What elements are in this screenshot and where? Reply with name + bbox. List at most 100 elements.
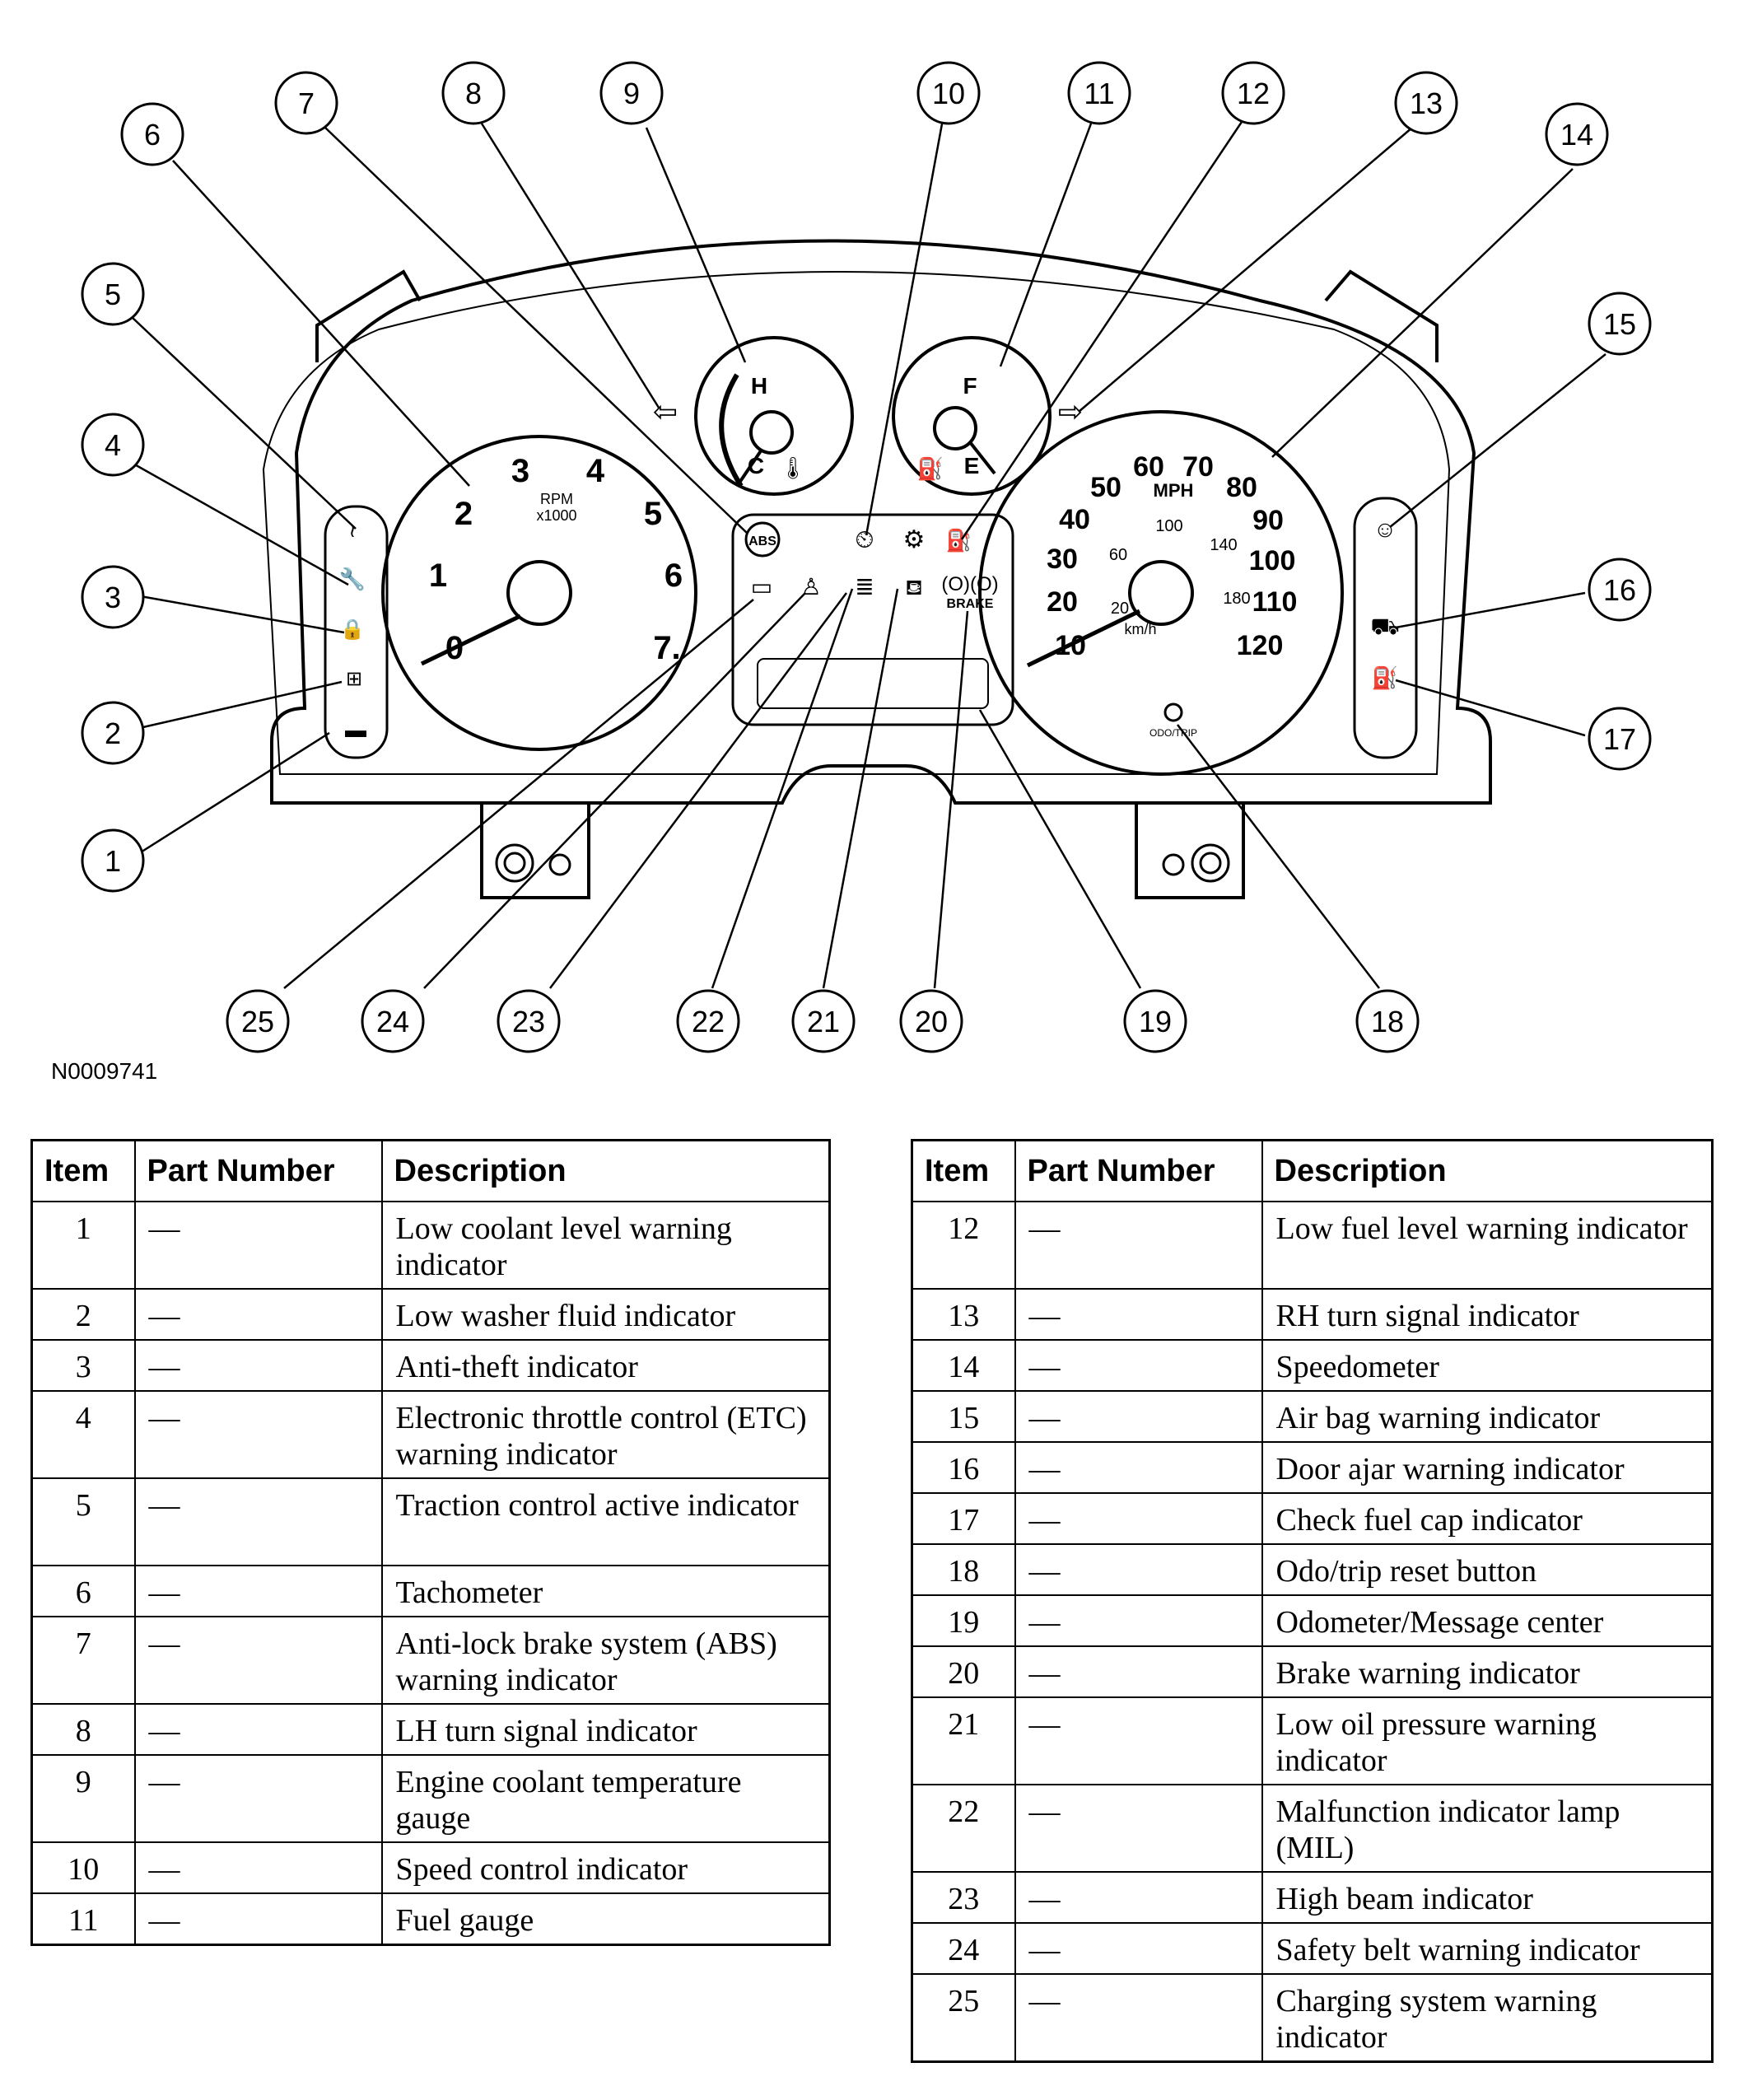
speedo-mph-labels: 10 20 30 40 50 60 70 80 90 100 110 120 — [1047, 451, 1297, 661]
tach-label-2: 2 — [455, 496, 473, 532]
row-part-number: — — [1014, 1339, 1263, 1392]
speedo-mph-40: 40 — [1059, 504, 1090, 535]
row-part-number: — — [133, 1892, 383, 1946]
row-description: Speedometer — [1261, 1339, 1714, 1392]
row-item: 24 — [911, 1922, 1016, 1975]
row-item: 8 — [30, 1703, 136, 1756]
row-item: 10 — [30, 1841, 136, 1894]
row-item: 12 — [911, 1201, 1016, 1290]
speed-control-icon: ⏲ — [855, 526, 874, 553]
battery-icon: ▭ — [751, 574, 772, 600]
callout-16: 16 — [1603, 573, 1636, 607]
door-ajar-icon: ⛟ — [1370, 614, 1399, 639]
row-part-number: — — [133, 1754, 383, 1843]
row-part-number: — — [1014, 1696, 1263, 1785]
parts-table-left: Item Part Number Description 1—Low coola… — [30, 1139, 831, 1946]
tach-caption-rpm: RPM — [540, 491, 573, 507]
row-part-number: — — [133, 1339, 383, 1392]
callout-6: 6 — [144, 118, 161, 152]
table-header-row: Item Part Number Description — [30, 1139, 831, 1202]
speedo-mph-30: 30 — [1047, 544, 1078, 575]
table-row: 10—Speed control indicator — [30, 1841, 831, 1894]
row-part-number: — — [1014, 1288, 1263, 1341]
table-row: 19—Odometer/Message center — [911, 1594, 1714, 1647]
fuel-empty-label: E — [964, 453, 980, 478]
fuel-full-label: F — [963, 373, 977, 399]
row-part-number: — — [1014, 1645, 1263, 1698]
row-description: Anti-lock brake system (ABS) warning ind… — [380, 1616, 831, 1705]
row-description: Speed control indicator — [380, 1841, 831, 1894]
coolant-hot-label: H — [751, 373, 767, 399]
callout-14: 14 — [1560, 118, 1593, 152]
abs-lamp: ABS — [744, 521, 781, 558]
table-row: 22—Malfunction indicator lamp (MIL) — [911, 1784, 1714, 1873]
header-item: Item — [911, 1139, 1016, 1202]
table-row: 21—Low oil pressure warning indicator — [911, 1696, 1714, 1785]
tach-label-0: 0 — [445, 630, 464, 666]
row-item: 13 — [911, 1288, 1016, 1341]
header-part-number: Part Number — [1014, 1139, 1263, 1202]
speedo-kmh-unit: km/h — [1124, 621, 1156, 637]
table-row: 2—Low washer fluid indicator — [30, 1288, 831, 1341]
callout-22: 22 — [692, 1005, 725, 1038]
tach-caption-x1000: x1000 — [536, 507, 576, 524]
row-part-number: — — [133, 1390, 383, 1479]
row-item: 23 — [911, 1871, 1016, 1924]
row-part-number: — — [133, 1477, 383, 1566]
row-part-number: — — [1014, 1922, 1263, 1975]
speedo-mph-100: 100 — [1249, 545, 1296, 576]
callout-5: 5 — [105, 278, 121, 311]
callout-24: 24 — [376, 1005, 409, 1038]
row-description: Odometer/Message center — [1261, 1594, 1714, 1647]
row-description: Low fuel level warning indicator — [1261, 1201, 1714, 1290]
coolant-level-icon: ▬ — [345, 717, 366, 742]
odo-trip-label: ODO/TRIP — [1149, 727, 1197, 739]
tach-label-4: 4 — [586, 453, 605, 489]
instrument-cluster-diagram: 0 1 2 3 4 5 6 7. RPM x1000 H C 🌡 F E ⛽ 1… — [81, 61, 1652, 1053]
row-part-number: — — [133, 1201, 383, 1290]
row-item: 9 — [30, 1754, 136, 1843]
row-part-number: — — [133, 1703, 383, 1756]
speedo-mph-20: 20 — [1047, 586, 1078, 618]
row-item: 2 — [30, 1288, 136, 1341]
row-item: 16 — [911, 1441, 1016, 1494]
table-row: 12—Low fuel level warning indicator — [911, 1201, 1714, 1290]
row-item: 21 — [911, 1696, 1016, 1785]
row-description: RH turn signal indicator — [1261, 1288, 1714, 1341]
table-row: 13—RH turn signal indicator — [911, 1288, 1714, 1341]
row-description: Low coolant level warning indicator — [380, 1201, 831, 1290]
row-description: LH turn signal indicator — [380, 1703, 831, 1756]
row-item: 25 — [911, 1973, 1016, 2063]
row-description: Low oil pressure warning indicator — [1261, 1696, 1714, 1785]
callout-12: 12 — [1237, 77, 1270, 110]
table-row: 6—Tachometer — [30, 1565, 831, 1617]
table-row: 8—LH turn signal indicator — [30, 1703, 831, 1756]
row-item: 3 — [30, 1339, 136, 1392]
header-item: Item — [30, 1139, 136, 1202]
row-part-number: — — [1014, 1390, 1263, 1443]
row-item: 5 — [30, 1477, 136, 1566]
brake-circles-icon: (O)(O) — [941, 573, 998, 595]
callout-19: 19 — [1139, 1005, 1172, 1038]
table-row: 14—Speedometer — [911, 1339, 1714, 1392]
row-description: Engine coolant temperature gauge — [380, 1754, 831, 1843]
row-part-number: — — [1014, 1594, 1263, 1647]
callout-11: 11 — [1084, 77, 1114, 110]
row-item: 1 — [30, 1201, 136, 1290]
row-part-number: — — [1014, 1973, 1263, 2063]
speedo-mph-120: 120 — [1237, 630, 1284, 661]
row-item: 19 — [911, 1594, 1016, 1647]
fuel-gauge — [892, 336, 1052, 496]
table-row: 24—Safety belt warning indicator — [911, 1922, 1714, 1975]
speedo-mph-90: 90 — [1252, 505, 1284, 536]
row-item: 22 — [911, 1784, 1016, 1873]
table-row: 5—Traction control active indicator — [30, 1477, 831, 1566]
row-item: 11 — [30, 1892, 136, 1946]
header-description: Description — [1261, 1139, 1714, 1202]
table-row: 25—Charging system warning indicator — [911, 1973, 1714, 2063]
check-engine-icon: ⚙ — [903, 526, 926, 553]
row-description: Safety belt warning indicator — [1261, 1922, 1714, 1975]
figure-id: N0009741 — [51, 1058, 158, 1084]
callout-9: 9 — [623, 77, 640, 110]
speedo-kmh-20: 20 — [1111, 600, 1129, 618]
